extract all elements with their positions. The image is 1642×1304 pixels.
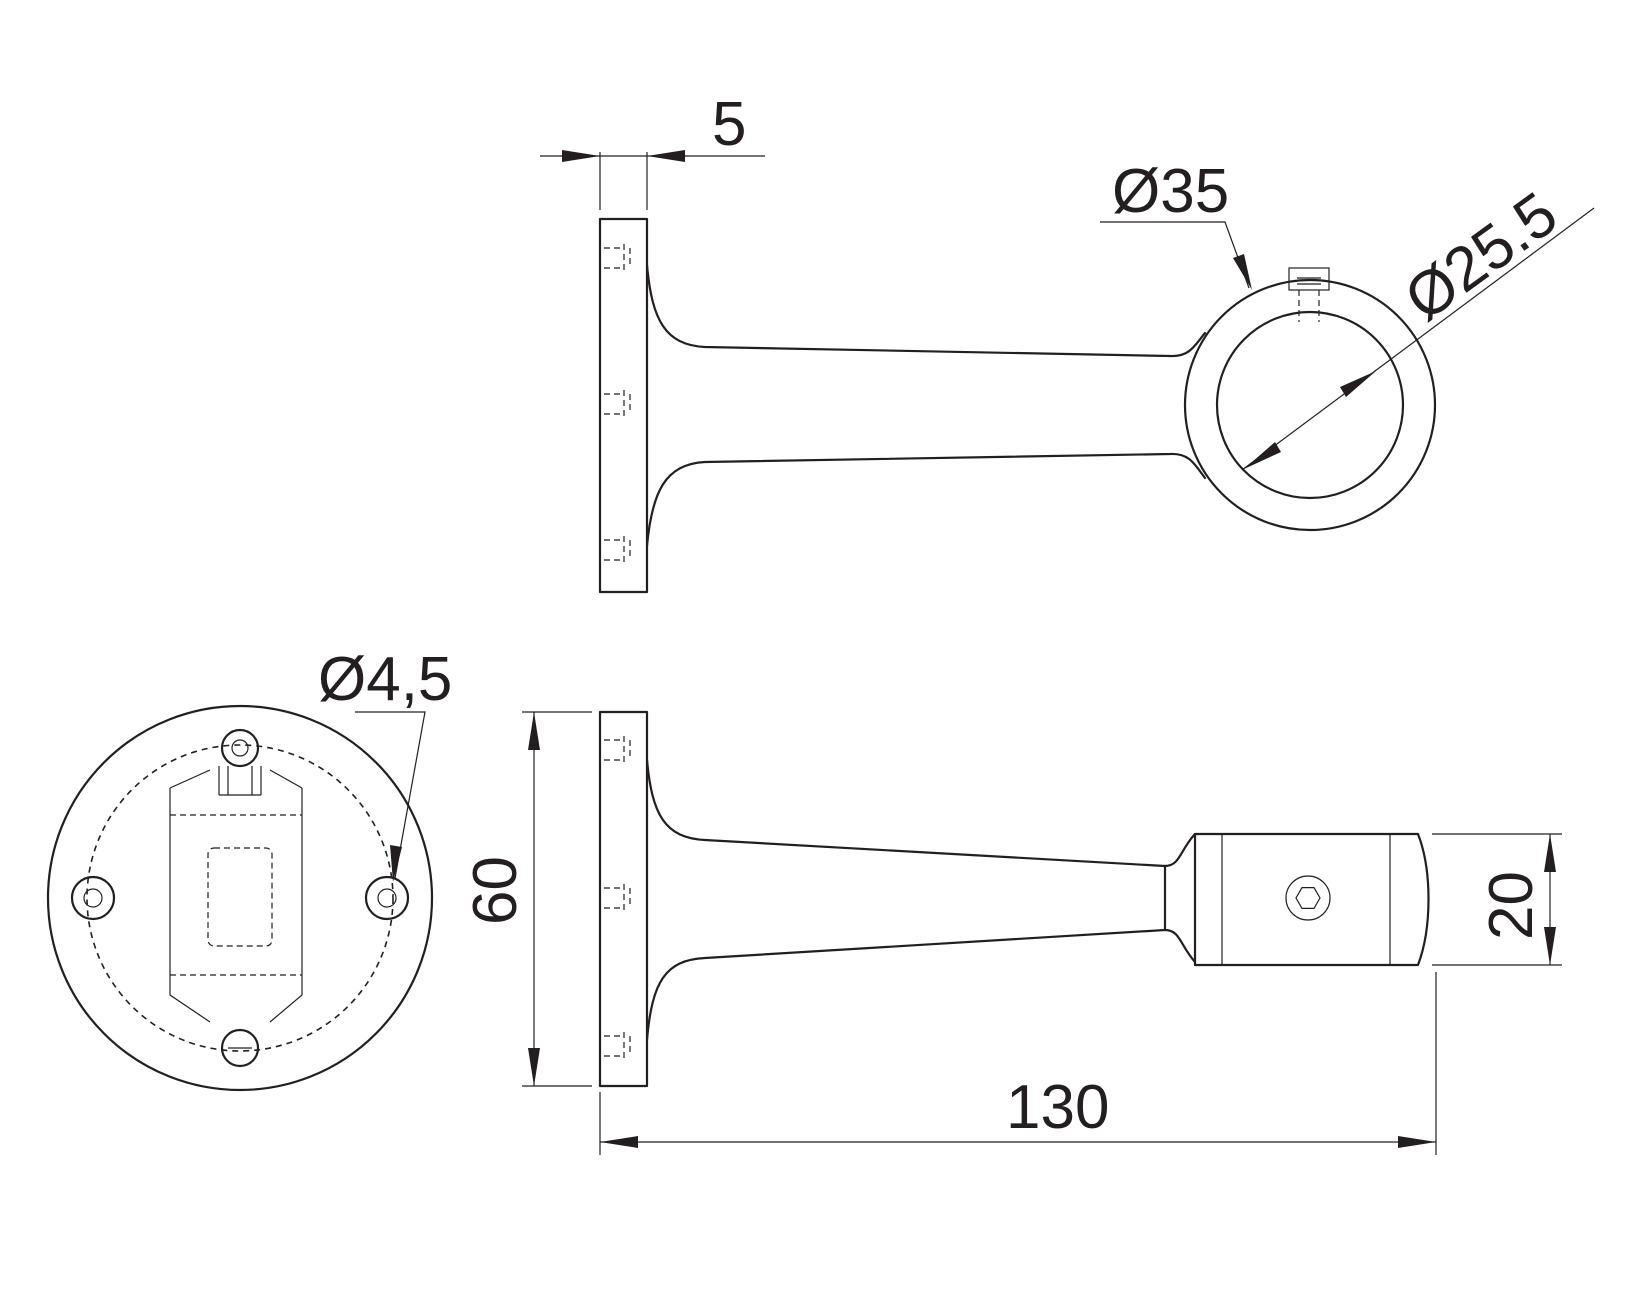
dim-ring-outer-label: Ø35 — [1112, 157, 1229, 226]
base-plate-circle — [46, 704, 434, 1092]
dim-hole-label: Ø4,5 — [318, 645, 452, 714]
dim-ring-outer-leader — [1100, 221, 1252, 290]
dim-overall-length-label: 130 — [1006, 1073, 1109, 1142]
bracket-base-hidden — [169, 769, 303, 1023]
ring-outer-circle — [1183, 278, 1437, 532]
dim-clamp-width-label: 20 — [1477, 871, 1546, 940]
front-view — [46, 704, 434, 1092]
dim-overall-length — [599, 972, 1437, 1155]
dim-plate-height — [522, 711, 592, 1087]
top-plate-hidden-holes — [604, 244, 631, 564]
hex-socket-screw-icon — [1285, 875, 1331, 921]
bottom-screw-icon — [220, 1028, 260, 1068]
side-plate-hidden-holes — [604, 736, 631, 1060]
dim-plate-thickness-label: 5 — [712, 90, 746, 159]
dim-ring-inner-label: Ø25.5 — [1393, 179, 1570, 334]
ring-set-screw — [1288, 267, 1330, 322]
top-view — [598, 217, 1437, 594]
side-neck — [1163, 832, 1197, 964]
dim-plate-height-label: 60 — [461, 856, 530, 925]
bolt-circle-dashed — [86, 744, 394, 1052]
mounting-hole-right — [364, 875, 410, 921]
top-wall-plate — [598, 217, 649, 594]
dim-hole-leader — [355, 711, 426, 882]
dim-ring-inner — [1241, 207, 1595, 471]
side-wall-plate — [598, 710, 649, 1088]
ring-inner-circle — [1215, 310, 1405, 500]
clamp-block — [1193, 832, 1430, 967]
dim-clamp-width — [1432, 833, 1562, 966]
dim-plate-thickness — [540, 150, 765, 210]
side-arm-outline — [645, 758, 1167, 1042]
top-arm-outline — [645, 263, 1207, 548]
top-screw-icon — [218, 728, 262, 796]
side-view — [598, 710, 1430, 1088]
clamp-block-edges — [1221, 834, 1391, 965]
mounting-hole-left — [70, 875, 116, 921]
bracket-slot-hidden — [207, 847, 273, 947]
